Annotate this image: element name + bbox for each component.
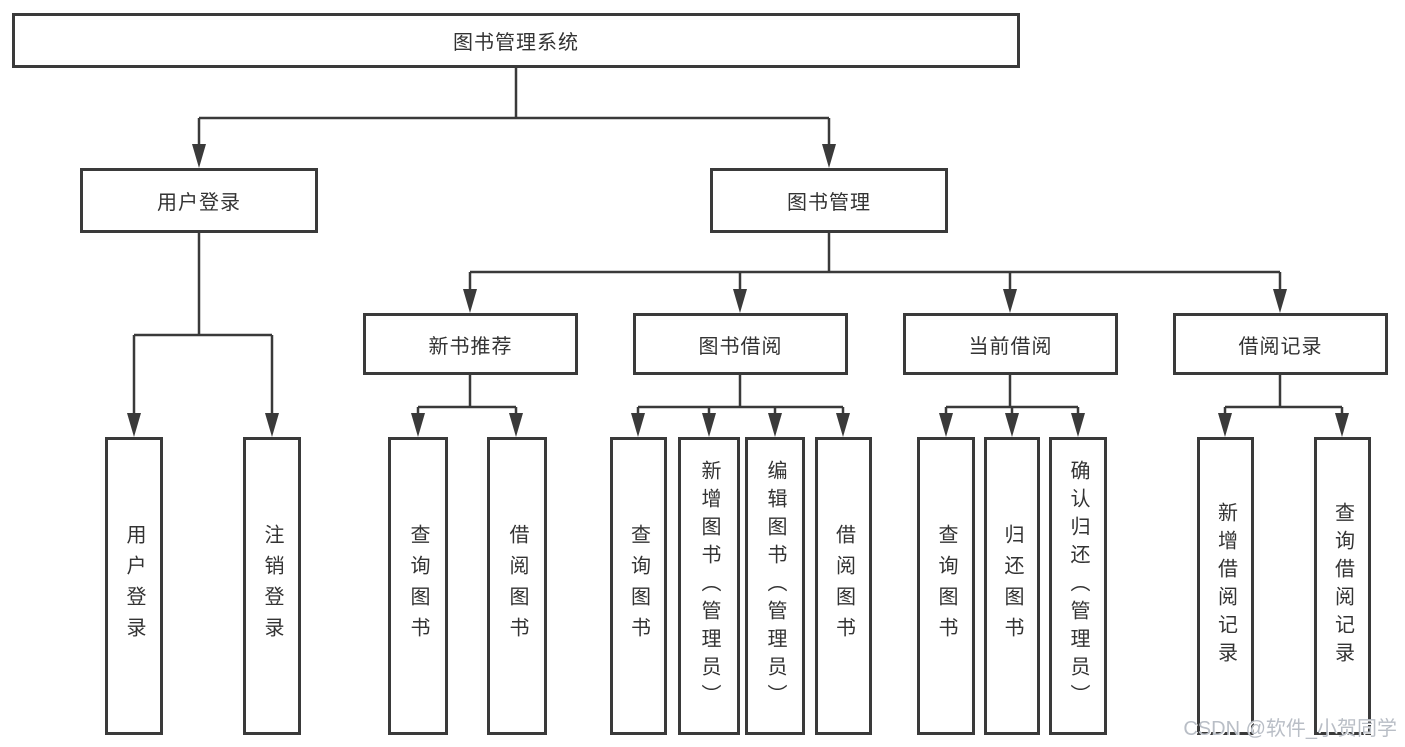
leaf-logout-label: 注销登录: [261, 524, 283, 648]
leaf-return-books: 归还图书: [984, 437, 1040, 735]
node-user-login-label: 用户登录: [157, 192, 241, 214]
leaf-edit-books-admin-label: 编辑图书（管理员）: [764, 460, 786, 712]
node-user-login: 用户登录: [80, 168, 318, 233]
node-current-borrow: 当前借阅: [903, 313, 1118, 375]
leaf-query-borrow-record: 查询借阅记录: [1314, 437, 1371, 735]
node-book-borrow: 图书借阅: [633, 313, 848, 375]
leaf-current-query-books-label: 查询图书: [935, 524, 957, 648]
leaf-recommend-borrow-books-label: 借阅图书: [506, 524, 528, 648]
node-new-book-recommend: 新书推荐: [363, 313, 578, 375]
leaf-borrow-query-books: 查询图书: [610, 437, 667, 735]
leaf-add-borrow-record: 新增借阅记录: [1197, 437, 1254, 735]
leaf-current-query-books: 查询图书: [917, 437, 975, 735]
leaf-borrow-query-books-label: 查询图书: [627, 524, 650, 648]
leaf-add-books-admin-label: 新增图书（管理员）: [698, 460, 720, 712]
node-current-borrow-label: 当前借阅: [968, 335, 1053, 358]
node-book-borrow-label: 图书借阅: [698, 335, 783, 358]
node-borrow-records-label: 借阅记录: [1238, 335, 1323, 358]
leaf-logout: 注销登录: [243, 437, 301, 735]
node-new-book-recommend-label: 新书推荐: [428, 335, 513, 358]
leaf-recommend-borrow-books: 借阅图书: [487, 437, 547, 735]
leaf-confirm-return-admin: 确认归还（管理员）: [1049, 437, 1107, 735]
leaf-query-borrow-record-label: 查询借阅记录: [1331, 502, 1354, 670]
node-book-management: 图书管理: [710, 168, 948, 233]
leaf-add-books-admin: 新增图书（管理员）: [678, 437, 740, 735]
leaf-confirm-return-admin-label: 确认归还（管理员）: [1067, 460, 1089, 712]
node-root-system: 图书管理系统: [12, 13, 1020, 68]
leaf-borrow-books-label: 借阅图书: [832, 524, 855, 648]
node-book-management-label: 图书管理: [787, 192, 871, 214]
leaf-user-login-label: 用户登录: [123, 524, 145, 648]
leaf-borrow-books: 借阅图书: [815, 437, 872, 735]
node-root-label: 图书管理系统: [453, 32, 579, 54]
csdn-watermark: CSDN @软件_小贺同学: [1183, 718, 1397, 740]
leaf-user-login: 用户登录: [105, 437, 163, 735]
leaf-edit-books-admin: 编辑图书（管理员）: [745, 437, 805, 735]
leaf-return-books-label: 归还图书: [1001, 524, 1023, 648]
leaf-add-borrow-record-label: 新增借阅记录: [1214, 502, 1237, 670]
leaf-recommend-query-books: 查询图书: [388, 437, 448, 735]
leaf-recommend-query-books-label: 查询图书: [407, 524, 429, 648]
node-borrow-records: 借阅记录: [1173, 313, 1388, 375]
arrowheads: [127, 144, 1349, 437]
